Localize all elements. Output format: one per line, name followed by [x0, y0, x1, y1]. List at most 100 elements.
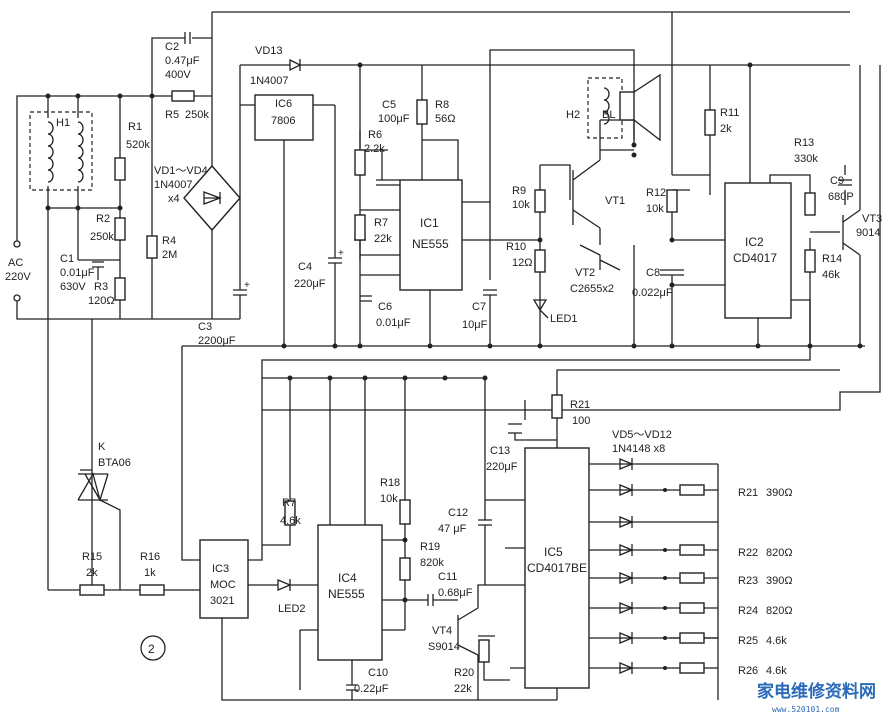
label-c4v: 220μF: [294, 278, 326, 290]
label-r7av: 22k: [374, 233, 392, 245]
label-r2v: 250k: [90, 231, 114, 243]
r16-resistor: [139, 584, 165, 596]
label-c2v2: 400V: [165, 69, 191, 81]
label-ac-v: 220V: [5, 271, 31, 283]
label-r4: R4: [162, 235, 176, 247]
label-r13: R13: [794, 137, 814, 149]
label-r15: R15: [82, 551, 102, 563]
label-r6v: 2.2k: [364, 143, 385, 155]
label-r2: R2: [96, 213, 110, 225]
label-k: K: [98, 441, 106, 453]
led2-diode: [277, 579, 318, 591]
label-vt2v: C2655x2: [570, 283, 614, 295]
label-vt4: VT4: [432, 625, 452, 637]
label-c6v: 0.01μF: [376, 317, 411, 329]
label-h2: H2: [566, 109, 580, 121]
label-r14v: 46k: [822, 269, 840, 281]
r3-resistor: [114, 277, 126, 301]
label-r20v: 22k: [454, 683, 472, 695]
label-r7b: R7: [282, 497, 296, 509]
label-r20: R20: [454, 667, 474, 679]
label-c7v: 10μF: [462, 319, 488, 331]
label-r21b: R21: [738, 487, 758, 499]
svg-text:+: +: [338, 248, 344, 259]
label-ic5: IC5: [544, 545, 563, 559]
label-bl: BL: [602, 109, 615, 121]
label-c1v: 0.01μF: [60, 267, 95, 279]
label-r18: R18: [380, 477, 400, 489]
label-r21bv: 390Ω: [766, 487, 793, 499]
label-h1: H1: [56, 117, 70, 129]
r19-resistor: [399, 557, 411, 581]
svg-text:+: +: [244, 280, 250, 291]
ac-terminal-top: [13, 240, 21, 248]
label-r21: R21: [570, 399, 590, 411]
label-vd14: VD1～VD4: [154, 165, 208, 177]
label-ic3v2: 3021: [210, 595, 234, 607]
label-r11v: 2k: [720, 123, 732, 135]
r12-resistor: [666, 189, 678, 213]
r7a-resistor: [354, 214, 366, 241]
label-ic4: IC4: [338, 571, 357, 585]
label-r23v: 390Ω: [766, 575, 793, 587]
label-r10: R10: [506, 241, 526, 253]
ic1-timer: [399, 179, 463, 291]
label-r9: R9: [512, 185, 526, 197]
label-c2: C2: [165, 41, 179, 53]
label-c2v: 0.47μF: [165, 55, 200, 67]
label-ic6: IC6: [275, 98, 292, 110]
label-r8: R8: [435, 99, 449, 111]
label-ac: AC: [8, 257, 23, 269]
r2-resistor: [114, 217, 126, 241]
ac-terminal-bottom: [13, 294, 21, 302]
label-r26: R26: [738, 665, 758, 677]
label-r18v: 10k: [380, 493, 398, 505]
r14-resistor: [804, 249, 816, 273]
r11-resistor: [704, 109, 716, 136]
label-c3v: 2200μF: [198, 335, 236, 347]
label-ic1: IC1: [420, 216, 439, 230]
label-r22: R22: [738, 547, 758, 559]
label-led1: LED1: [550, 313, 578, 325]
label-c10v: 0.22μF: [354, 683, 389, 695]
r20-resistor: [478, 639, 490, 663]
label-r13v: 330k: [794, 153, 818, 165]
label-ic3v: MOC: [210, 579, 236, 591]
label-vt2: VT2: [575, 267, 595, 279]
figure-number: 2: [148, 642, 155, 656]
label-c13: C13: [490, 445, 510, 457]
watermark-url: www.520101.com: [772, 705, 840, 714]
label-r10v: 12Ω: [512, 257, 532, 269]
label-r12: R12: [646, 187, 666, 199]
label-r15v: 2k: [86, 567, 98, 579]
ic5-counter: [524, 447, 590, 689]
r21-resistor: [551, 394, 563, 419]
r6-resistor: [354, 149, 366, 176]
label-c10: C10: [368, 667, 388, 679]
r5-resistor: [171, 90, 195, 102]
r10-resistor: [534, 249, 546, 273]
label-r6: R6: [368, 129, 382, 141]
label-vd512v: 1N4148 x8: [612, 443, 665, 455]
label-r1v: 520k: [126, 139, 150, 151]
label-led2: LED2: [278, 603, 306, 615]
r9-resistor: [534, 189, 546, 213]
label-ic4v: NE555: [328, 587, 365, 601]
label-c5v: 100μF: [378, 113, 410, 125]
label-r8v: 56Ω: [435, 113, 455, 125]
label-r1: R1: [128, 121, 142, 133]
label-ic5v: CD4017BE: [527, 561, 587, 575]
watermark-text: 家电维修资料网: [757, 681, 876, 702]
label-c6: C6: [378, 301, 392, 313]
r4-resistor: [146, 235, 158, 259]
label-c8v: 0.022μF: [632, 287, 673, 299]
label-r19: R19: [420, 541, 440, 553]
r8-resistor: [416, 99, 428, 125]
label-c11: C11: [438, 571, 457, 583]
label-c3: C3: [198, 321, 212, 333]
label-r12v: 10k: [646, 203, 664, 215]
label-r4v: 2M: [162, 249, 177, 261]
label-c4: C4: [298, 261, 312, 273]
